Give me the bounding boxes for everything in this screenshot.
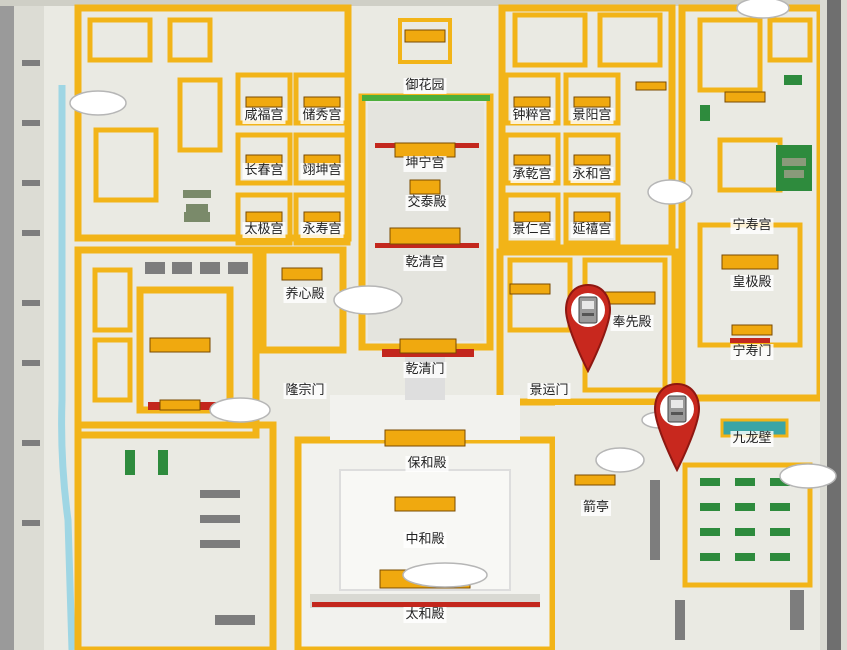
label-jiulongbi[interactable]: 九龙壁 bbox=[730, 431, 774, 447]
label-yanxigong[interactable]: 延禧宫 bbox=[570, 222, 614, 238]
label-xianfugong[interactable]: 咸福宫 bbox=[242, 108, 286, 124]
label-ningshougong[interactable]: 宁寿宫 bbox=[730, 218, 774, 234]
atm-location-pin-icon[interactable] bbox=[564, 283, 612, 373]
atm-location-pin-icon[interactable] bbox=[653, 382, 701, 472]
label-taijidian[interactable]: 太极宫 bbox=[242, 222, 286, 238]
label-qianqinggong[interactable]: 乾清宫 bbox=[403, 255, 447, 271]
label-baohedian[interactable]: 保和殿 bbox=[405, 456, 449, 472]
label-chuxiugong[interactable]: 储秀宫 bbox=[300, 108, 344, 124]
label-jingyanggong[interactable]: 景阳宫 bbox=[570, 108, 614, 124]
label-qianqingmen[interactable]: 乾清门 bbox=[403, 362, 447, 378]
moat-west bbox=[58, 85, 76, 650]
label-zhonghedian[interactable]: 中和殿 bbox=[403, 532, 447, 548]
label-yangxindian[interactable]: 养心殿 bbox=[283, 287, 327, 303]
garden-hedge bbox=[362, 95, 490, 101]
label-zhongcuigong[interactable]: 钟粹宫 bbox=[510, 108, 554, 124]
road-right bbox=[827, 0, 841, 650]
road-left bbox=[0, 0, 14, 650]
label-huangjidian[interactable]: 皇极殿 bbox=[730, 275, 774, 291]
label-jingrengong[interactable]: 景仁宫 bbox=[510, 222, 554, 238]
label-yongshougong[interactable]: 永寿宫 bbox=[300, 222, 344, 238]
label-jingyunmen[interactable]: 景运门 bbox=[527, 383, 571, 399]
label-fengxiandian[interactable]: 奉先殿 bbox=[610, 315, 654, 331]
label-chengqiangong[interactable]: 承乾宫 bbox=[510, 167, 554, 183]
label-changchungong[interactable]: 长春宫 bbox=[242, 163, 286, 179]
road-west bbox=[14, 0, 44, 650]
label-yuhuayuan[interactable]: 御花园 bbox=[403, 78, 447, 94]
gray-blocks bbox=[22, 60, 804, 640]
label-yonghegong[interactable]: 永和宫 bbox=[570, 167, 614, 183]
label-longzongmen[interactable]: 隆宗门 bbox=[283, 383, 327, 399]
label-kunninggong[interactable]: 坤宁宫 bbox=[403, 156, 447, 172]
label-ningshoumen[interactable]: 宁寿门 bbox=[730, 344, 774, 360]
label-jiaotaidian[interactable]: 交泰殿 bbox=[405, 195, 449, 211]
label-taihedian[interactable]: 太和殿 bbox=[403, 607, 447, 623]
label-yikungong[interactable]: 翊坤宫 bbox=[300, 163, 344, 179]
label-jianting[interactable]: 箭亭 bbox=[580, 500, 612, 516]
